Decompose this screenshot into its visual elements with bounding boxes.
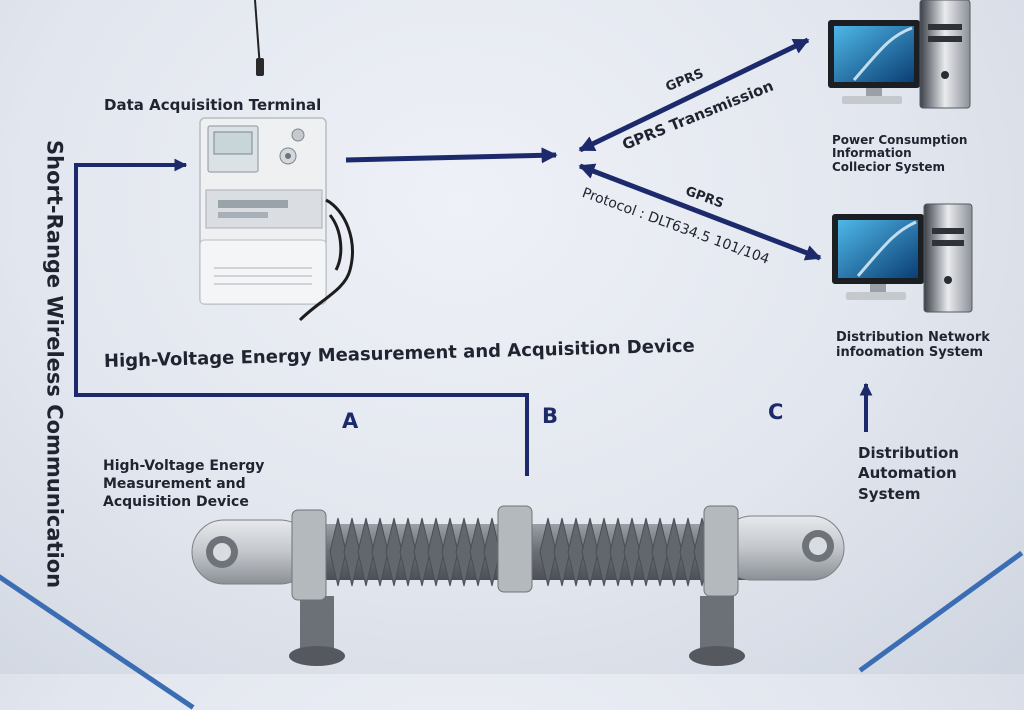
insulator-shed [385, 517, 403, 587]
label-b: B [542, 404, 559, 428]
insulator-shed [651, 517, 669, 587]
insulator-shed [623, 517, 641, 587]
insulator-shed [455, 517, 473, 587]
insulator-shed [539, 517, 557, 587]
arrows [74, 37, 873, 476]
terminal-label: Data Acquisition Terminal [104, 96, 322, 114]
label-c: C [768, 400, 784, 424]
insulator-shed [427, 517, 445, 587]
computer-icon [832, 203, 973, 313]
insulator-shed [441, 517, 459, 587]
arrow-gprs-power-consumption [578, 37, 810, 153]
power-consumption-label: Power Consumption Information Collecior … [832, 133, 968, 174]
insulator-shed [609, 517, 627, 587]
hv-device-small-label: High-Voltage Energy Measurement and Acqu… [103, 458, 265, 511]
arrow-device-to-terminal [74, 158, 529, 476]
distribution-network-label: Distribution Network infoomation System [836, 330, 990, 360]
insulator-shed [595, 517, 613, 587]
insulator-shed [567, 517, 585, 587]
computer-icon [828, 0, 971, 109]
arrow-terminal-to-gprs [345, 147, 558, 164]
energy-meter-icon [199, 0, 354, 322]
insulator-shed [581, 517, 599, 587]
insulator-shed [413, 517, 431, 587]
insulator-shed [679, 517, 697, 587]
insulator-shed [469, 517, 487, 587]
diagram-canvas [74, 0, 973, 666]
distribution-automation-label: Distribution Automation System [858, 444, 959, 503]
insulator-shed [343, 517, 361, 587]
insulator-shed [357, 517, 375, 587]
insulator-icon [191, 505, 845, 666]
insulator-shed [329, 517, 347, 587]
insulator-shed [399, 517, 417, 587]
insulator-shed [553, 517, 571, 587]
insulator-shed [483, 517, 501, 587]
vertical-title: Short-Range Wireless Communication [42, 140, 67, 589]
arrow-gprs-distribution-network [578, 163, 822, 261]
insulator-shed [371, 517, 389, 587]
label-a: A [342, 409, 359, 433]
insulator-shed [665, 517, 683, 587]
insulator-shed [637, 517, 655, 587]
